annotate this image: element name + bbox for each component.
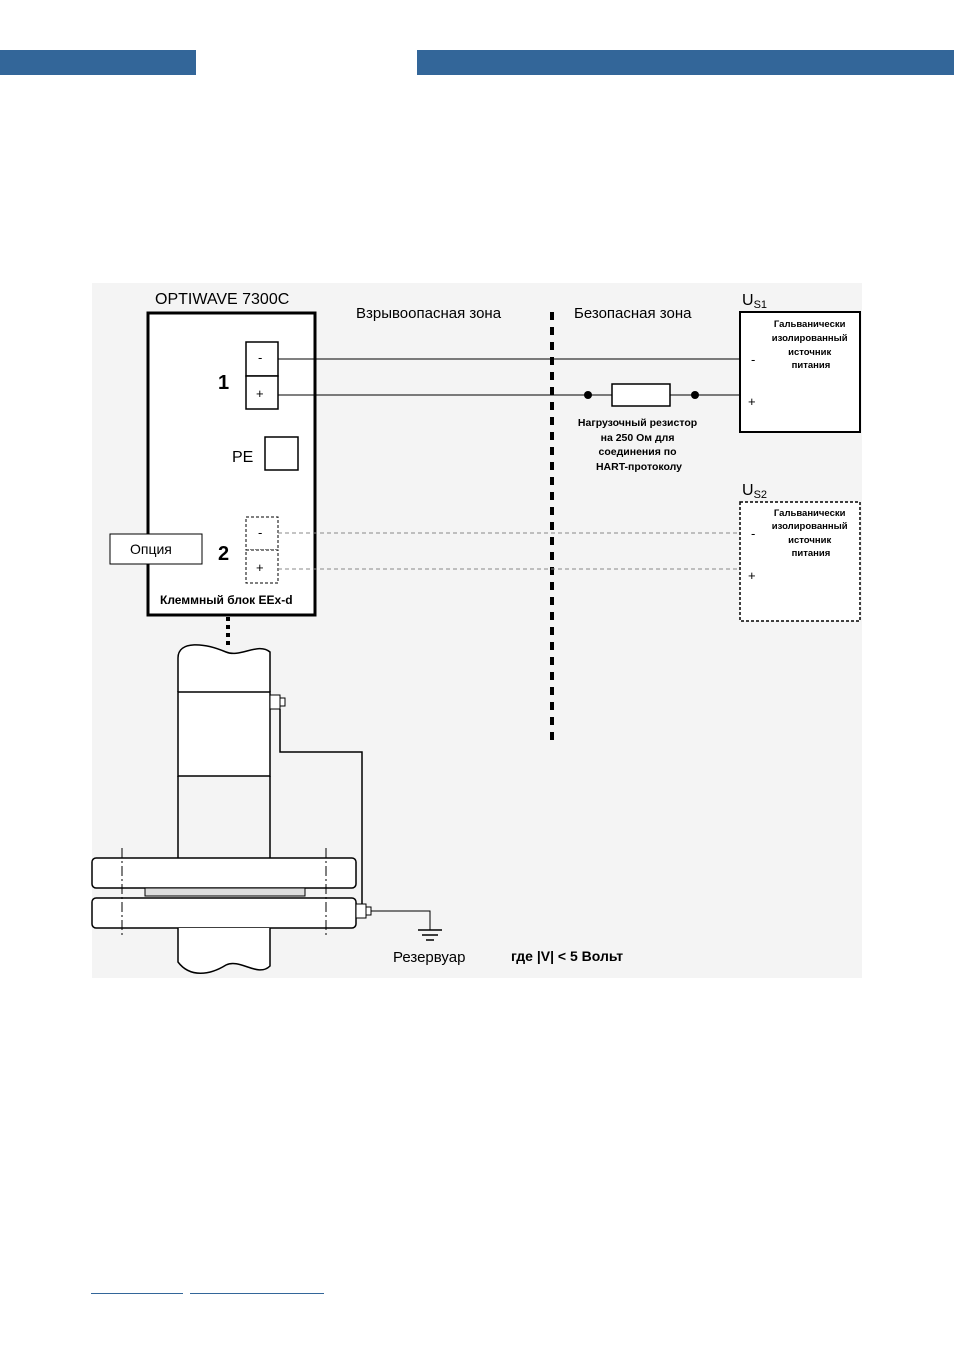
tank-pipe-bottom <box>178 928 270 973</box>
terminal-group-2-number: 2 <box>218 543 229 565</box>
flange-lower <box>92 898 356 928</box>
sensor-ground-screw-head <box>280 698 285 706</box>
footer-link-left[interactable] <box>91 1292 183 1294</box>
flange-ground-screw-head <box>366 907 371 915</box>
flange-gasket <box>145 888 305 896</box>
pe-label: PE <box>232 449 253 466</box>
flange-ground-screw <box>356 904 366 918</box>
power-supply-2-box <box>740 502 860 621</box>
sensor-ground-screw <box>270 695 280 709</box>
sensor-body <box>178 692 270 776</box>
terminal-1-minus-label: - <box>258 350 262 365</box>
flange-upper <box>92 858 356 888</box>
load-resistor <box>612 384 670 406</box>
safe-zone-label: Безопасная зона <box>574 305 692 322</box>
pe-terminal <box>265 437 298 470</box>
power-supply-1-box <box>740 312 860 432</box>
device-title: OPTIWAVE 7300C <box>155 291 289 308</box>
terminal-2-plus-label: + <box>256 560 264 575</box>
resistor-node-left <box>584 391 592 399</box>
power-supply-2-minus: - <box>751 526 755 541</box>
sensor-pipe-top <box>178 645 270 692</box>
resistor-node-right <box>691 391 699 399</box>
terminal-2-minus-label: - <box>258 525 262 540</box>
footer-link-right[interactable] <box>190 1292 324 1294</box>
terminal-group-1-number: 1 <box>218 372 229 394</box>
terminal-1-plus-label: + <box>256 386 264 401</box>
power-supply-1-minus: - <box>751 352 755 367</box>
hazardous-zone-label: Взрывоопасная зона <box>356 305 502 322</box>
voltage-note: где |V| < 5 Вольт <box>511 948 623 964</box>
terminal-block-label: Клеммный блок EEx-d <box>160 593 293 607</box>
tank-label: Резервуар <box>393 949 465 966</box>
power-supply-1-plus: + <box>748 394 756 409</box>
option-label: Опция <box>130 541 172 557</box>
power-supply-2-plus: + <box>748 568 756 583</box>
